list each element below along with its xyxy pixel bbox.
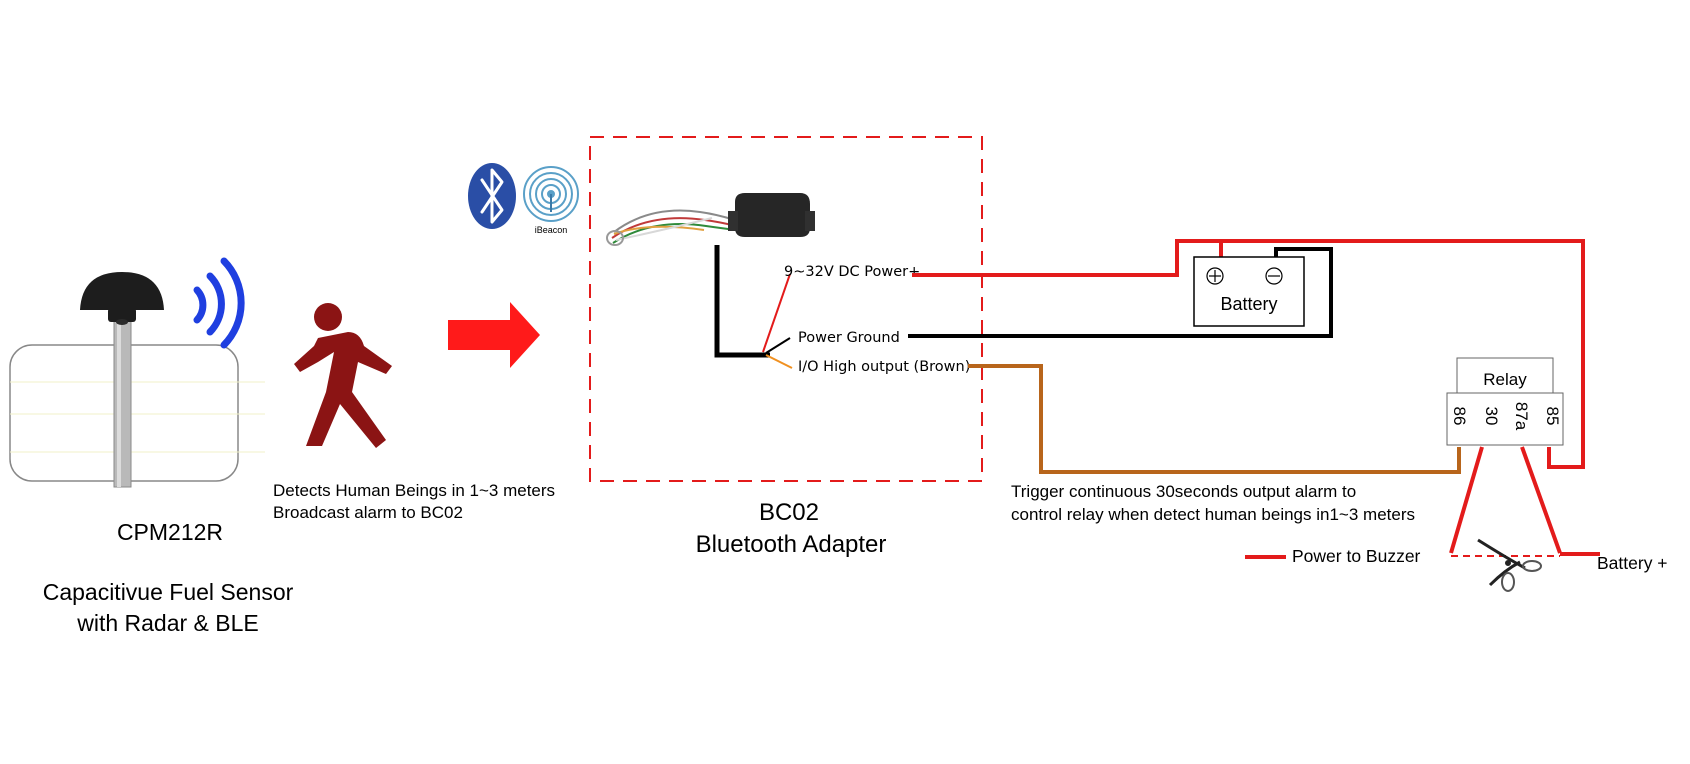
relay bbox=[1446, 357, 1564, 446]
ibeacon-label: iBeacon bbox=[535, 225, 568, 235]
relay-pin-86: 86 bbox=[1450, 407, 1469, 426]
ground-wire bbox=[908, 247, 1333, 338]
sensor-description-line1: Capacitivue Fuel Sensor bbox=[43, 579, 294, 605]
power-plus-label: 9~32V DC Power+ bbox=[784, 264, 920, 280]
bluetooth-icon bbox=[468, 163, 516, 229]
io-output-wire bbox=[968, 364, 1461, 474]
internal-io-wire bbox=[765, 354, 793, 369]
bc02-device bbox=[606, 193, 815, 246]
sensor-head bbox=[80, 272, 164, 310]
battery-to-relay85-wire bbox=[1177, 239, 1585, 469]
bc02-boundary bbox=[589, 136, 983, 482]
arrow-right-icon bbox=[448, 302, 540, 368]
relay30-output-wire bbox=[1449, 446, 1484, 554]
battery-label: Battery bbox=[1220, 294, 1277, 314]
trigger-text-line2: control relay when detect human beings i… bbox=[1011, 505, 1415, 524]
battery bbox=[1193, 256, 1305, 327]
internal-ground-wire bbox=[765, 337, 791, 354]
ibeacon-icon bbox=[523, 166, 579, 222]
adapter-name: BC02 bbox=[759, 499, 819, 526]
power-ground-label: Power Ground bbox=[798, 330, 900, 346]
walking-person-icon bbox=[294, 303, 392, 448]
relay-pin-30: 30 bbox=[1482, 407, 1501, 426]
internal-red-wire bbox=[762, 273, 791, 353]
internal-black-wire bbox=[714, 245, 770, 358]
detection-text-line2: Broadcast alarm to BC02 bbox=[273, 503, 463, 522]
detection-text-line1: Detects Human Beings in 1~3 meters bbox=[273, 481, 555, 500]
relay-pin-85: 85 bbox=[1543, 407, 1562, 426]
sensor-model: CPM212R bbox=[117, 519, 223, 545]
io-output-label: I/O High output (Brown) bbox=[798, 359, 970, 375]
trigger-text-line1: Trigger continuous 30seconds output alar… bbox=[1011, 482, 1356, 501]
sensor-description-line2: with Radar & BLE bbox=[76, 610, 259, 636]
relay-label: Relay bbox=[1483, 370, 1527, 389]
scissors-icon bbox=[1477, 538, 1542, 592]
relay-pin-87a: 87a bbox=[1512, 402, 1531, 431]
relay87a-output-wire bbox=[1520, 446, 1562, 554]
battery-plus-label: Battery + bbox=[1597, 553, 1668, 573]
sensor-probe bbox=[113, 314, 132, 488]
power-plus-wire bbox=[912, 239, 1223, 277]
power-to-buzzer-label: Power to Buzzer bbox=[1292, 546, 1421, 566]
adapter-subtitle: Bluetooth Adapter bbox=[696, 531, 887, 558]
fuel-sensor-illustration bbox=[9, 272, 265, 488]
radar-signal-icon bbox=[193, 257, 245, 349]
